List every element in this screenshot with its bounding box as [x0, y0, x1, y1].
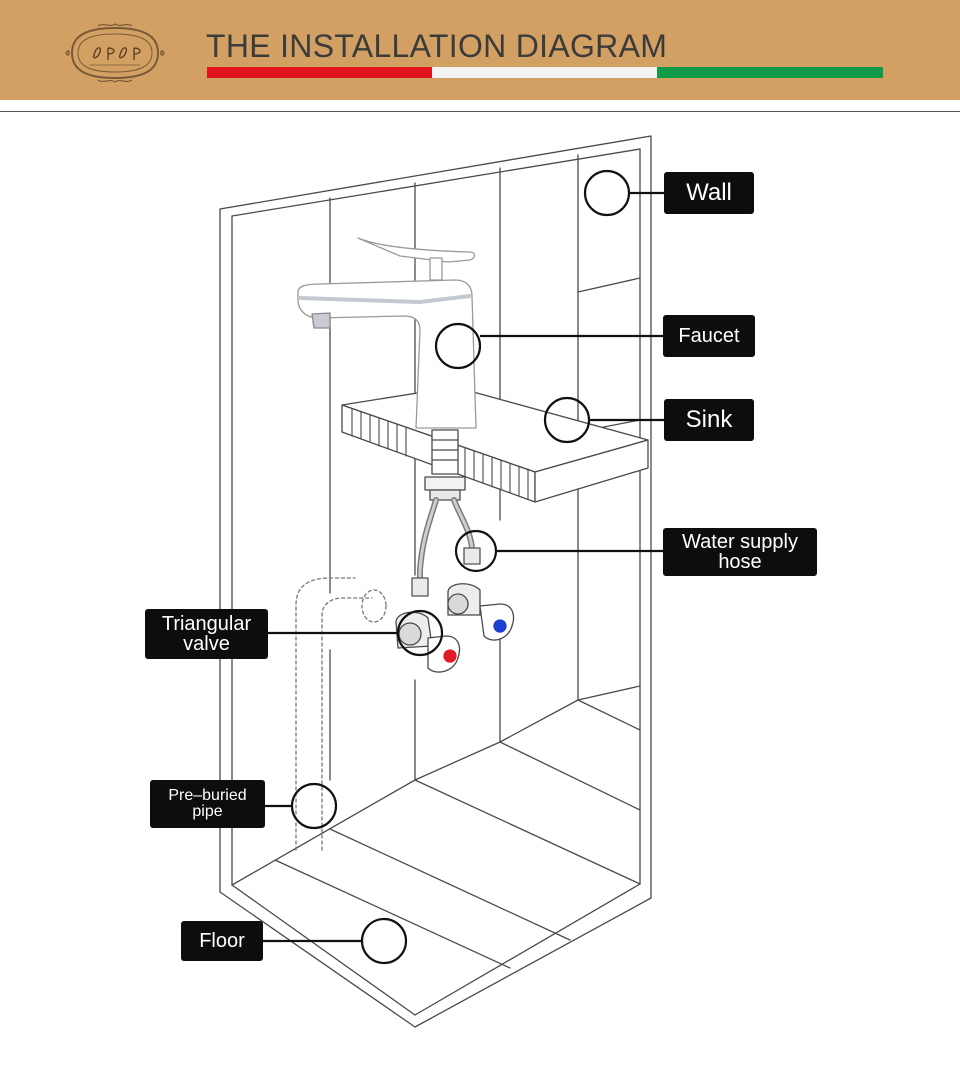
- pipe-callout-circle: [292, 784, 336, 828]
- label-floor-text: Floor: [199, 931, 245, 951]
- label-sink-text: Sink: [686, 408, 733, 432]
- label-valve-line1: Triangular: [162, 614, 251, 634]
- label-pre-buried-pipe: Pre–buried pipe: [150, 780, 265, 828]
- label-triangular-valve: Triangular valve: [145, 609, 268, 659]
- label-wall-text: Wall: [686, 181, 732, 205]
- water-supply-hoses: [412, 500, 480, 596]
- label-valve-line2: valve: [183, 634, 230, 654]
- label-hose-line2: hose: [718, 552, 761, 572]
- label-floor: Floor: [181, 921, 263, 961]
- floor-callout-circle: [362, 919, 406, 963]
- label-wall: Wall: [664, 172, 754, 214]
- label-hose-line1: Water supply: [682, 532, 798, 552]
- label-sink: Sink: [664, 399, 754, 441]
- label-faucet: Faucet: [663, 315, 755, 357]
- triangular-valve-cold: [448, 584, 514, 640]
- label-pipe-line2: pipe: [192, 804, 222, 820]
- label-pipe-line1: Pre–buried: [168, 788, 246, 804]
- label-water-supply-hose: Water supply hose: [663, 528, 817, 576]
- triangular-valve-hot: [396, 612, 460, 672]
- label-faucet-text: Faucet: [678, 326, 739, 346]
- wall-callout-circle: [585, 171, 629, 215]
- pre-buried-pipe: [296, 578, 386, 850]
